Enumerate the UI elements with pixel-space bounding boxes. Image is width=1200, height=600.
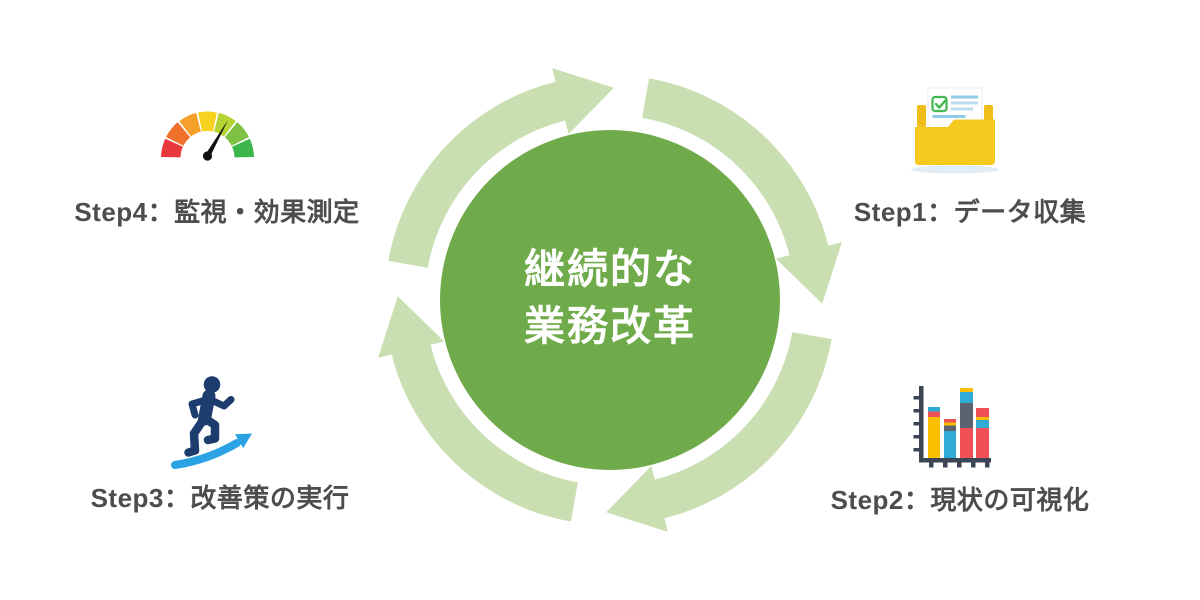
center-title-line1: 継続的な bbox=[524, 246, 696, 292]
runner-figure bbox=[184, 376, 235, 457]
bar-segment bbox=[976, 408, 989, 417]
bar-3 bbox=[960, 388, 973, 458]
bar-2 bbox=[944, 419, 956, 458]
x-tick bbox=[929, 462, 934, 468]
gauge-needle bbox=[205, 120, 228, 158]
step3-label: Step3：改善策の実行 bbox=[90, 483, 350, 513]
document-line bbox=[951, 101, 978, 105]
x-tick bbox=[971, 462, 976, 468]
bar-segment bbox=[976, 428, 989, 458]
bar-segment bbox=[944, 431, 956, 458]
cycle-ring bbox=[378, 68, 842, 532]
bar-segment bbox=[960, 388, 973, 392]
step4-label: Step4：監視・効果測定 bbox=[74, 197, 360, 227]
chart-axes bbox=[913, 386, 991, 468]
cycle-arc bbox=[388, 81, 566, 269]
y-tick bbox=[913, 396, 919, 400]
cycle-arrow-segment-right bbox=[641, 78, 842, 304]
document-line bbox=[932, 115, 966, 118]
bar-segment bbox=[944, 425, 956, 431]
bar-segment bbox=[960, 392, 973, 403]
document-line bbox=[951, 107, 973, 111]
gauge-segment-orange bbox=[166, 122, 191, 146]
gauge-segment-green bbox=[232, 138, 254, 158]
y-tick bbox=[913, 409, 919, 413]
cycle-arrow-segment-top bbox=[388, 68, 614, 269]
cycle-arrow-segment-bottom bbox=[606, 331, 832, 532]
bar-segment bbox=[944, 419, 956, 423]
y-tick bbox=[913, 422, 919, 426]
gauge-pivot bbox=[202, 151, 213, 161]
bar-1 bbox=[928, 407, 940, 458]
cycle-arc bbox=[654, 331, 832, 519]
bar-4 bbox=[976, 408, 989, 458]
cycle-arrowhead-left-icon bbox=[606, 465, 668, 532]
folder-documents-icon bbox=[911, 87, 999, 174]
bar-segment bbox=[960, 428, 973, 458]
x-tick bbox=[957, 462, 962, 468]
bar-segment bbox=[928, 407, 940, 412]
checkbox-icon bbox=[931, 95, 948, 113]
runner-up-arrow-icon bbox=[171, 376, 252, 469]
folder-front bbox=[915, 119, 995, 165]
up-arrow-icon bbox=[171, 433, 252, 469]
gauge-segment-red bbox=[161, 138, 183, 158]
runner-leg-front bbox=[200, 413, 220, 445]
x-tick bbox=[943, 462, 948, 468]
cycle-arrowhead-down-icon bbox=[775, 242, 842, 304]
y-axis bbox=[919, 386, 924, 462]
document-line bbox=[951, 95, 978, 99]
bar-segment bbox=[976, 417, 989, 420]
runner-arm-front bbox=[205, 395, 235, 410]
cycle-arrow-segment-left bbox=[378, 296, 579, 522]
center-title-line2: 業務改革 bbox=[524, 303, 696, 349]
arrow-shaft bbox=[171, 439, 241, 469]
folder-shadow bbox=[911, 165, 999, 174]
gauge-icon bbox=[161, 111, 254, 161]
gauge-segment-yellowgreen bbox=[214, 112, 236, 137]
cycle-arrowhead-right-icon bbox=[552, 68, 614, 135]
stacked-bar-chart-icon bbox=[913, 386, 991, 468]
bar-segment bbox=[976, 420, 989, 428]
cycle-arc bbox=[641, 78, 829, 256]
folder-ear-left bbox=[917, 105, 926, 127]
runner-arm-back bbox=[188, 395, 213, 419]
bar-segment bbox=[944, 422, 956, 426]
cycle-arc bbox=[391, 344, 579, 522]
x-axis bbox=[919, 458, 991, 463]
cycle-arrowhead-up-icon bbox=[378, 296, 445, 358]
y-tick bbox=[913, 435, 919, 439]
runner-head bbox=[203, 376, 221, 393]
center-circle bbox=[440, 130, 780, 470]
arrow-head bbox=[235, 433, 252, 449]
gauge-segment-lightgreen bbox=[224, 122, 249, 146]
gauge-segment-yellow bbox=[198, 111, 217, 132]
x-tick bbox=[985, 462, 990, 468]
bar-segment bbox=[928, 411, 940, 417]
y-tick bbox=[913, 448, 919, 452]
step1-label: Step1：データ収集 bbox=[853, 197, 1087, 227]
bar-segment bbox=[960, 403, 973, 428]
bar-segment bbox=[928, 417, 940, 458]
runner-leg-back bbox=[184, 413, 209, 457]
center-title: 継続的な 業務改革 bbox=[435, 241, 785, 355]
gauge-segment-amber bbox=[179, 112, 201, 137]
step2-label: Step2：現状の可視化 bbox=[830, 485, 1090, 515]
checkmark-icon bbox=[934, 99, 947, 109]
